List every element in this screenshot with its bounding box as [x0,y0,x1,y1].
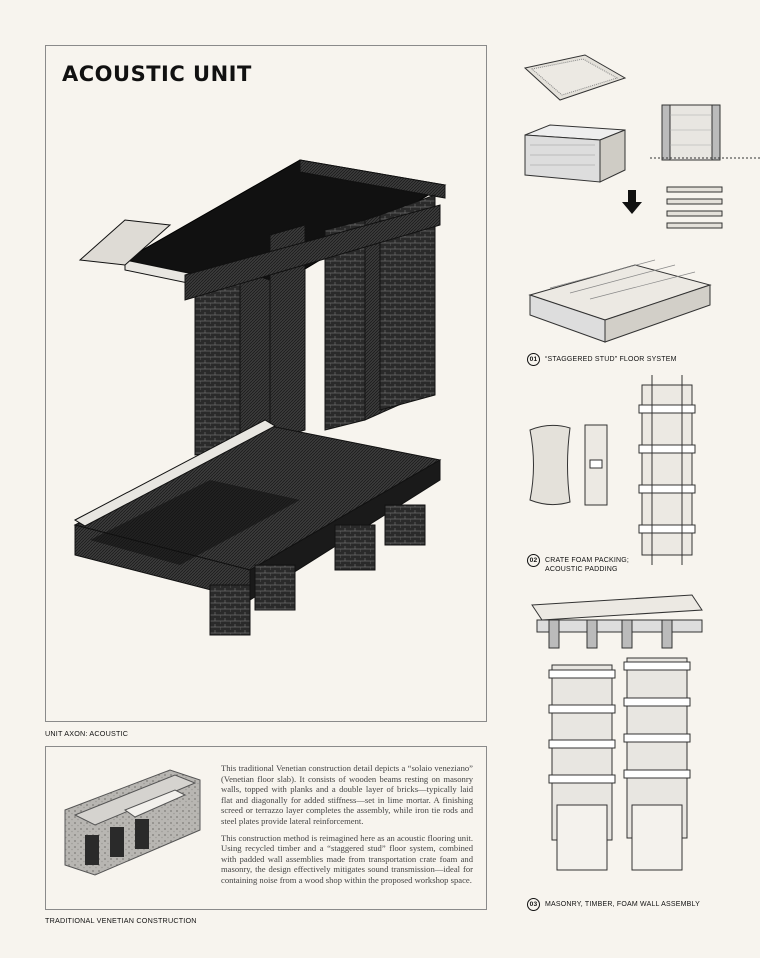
traditional-caption: TRADITIONAL VENETIAN CONSTRUCTION [45,916,197,925]
traditional-construction-drawing [64,769,201,876]
step-label: CRATE FOAM PACKING; ACOUSTIC PADDING [545,556,629,574]
step-label-line-1: CRATE FOAM PACKING; [545,557,630,564]
plank-stack-drawing [666,186,723,229]
page-title: ACOUSTIC UNIT [62,62,252,86]
step-label: “STAGGERED STUD” FLOOR SYSTEM [545,356,677,363]
pallet-floor-drawing [528,259,712,343]
staggered-floor-system [73,419,442,601]
step-03-label: 03 MASONRY, TIMBER, FOAM WALL ASSEMBLY [527,898,700,911]
arrow-down-icon [622,190,642,214]
padded-stud-drawing [638,375,696,565]
description-frame [45,746,487,910]
crate-section-drawing [650,104,760,161]
description-text: This traditional Venetian construction d… [221,763,473,892]
step-01-label: 01 “STAGGERED STUD” FLOOR SYSTEM [527,353,677,366]
lower-piers [209,504,426,636]
masonry-piers [184,194,441,456]
axon-frame [45,45,487,722]
crate-lid-drawing [523,54,627,101]
step-label: MASONRY, TIMBER, FOAM WALL ASSEMBLY [545,901,700,908]
step-number: 02 [527,554,540,567]
crate-box-drawing [524,124,626,183]
step-02-label: 02 CRATE FOAM PACKING; ACOUSTIC PADDING [527,554,629,574]
step-number: 03 [527,898,540,911]
axon-caption: UNIT AXON: ACOUSTIC [45,729,129,738]
description-paragraph-1: This traditional Venetian construction d… [221,763,473,826]
wall-assembly-drawing [531,594,703,871]
acoustic-unit-axon-drawing [73,159,447,636]
step-label-line-2: ACOUSTIC PADDING [545,566,618,573]
foam-padding-drawing [529,424,608,506]
step-number: 01 [527,353,540,366]
description-paragraph-2: This construction method is reimagined h… [221,832,473,885]
